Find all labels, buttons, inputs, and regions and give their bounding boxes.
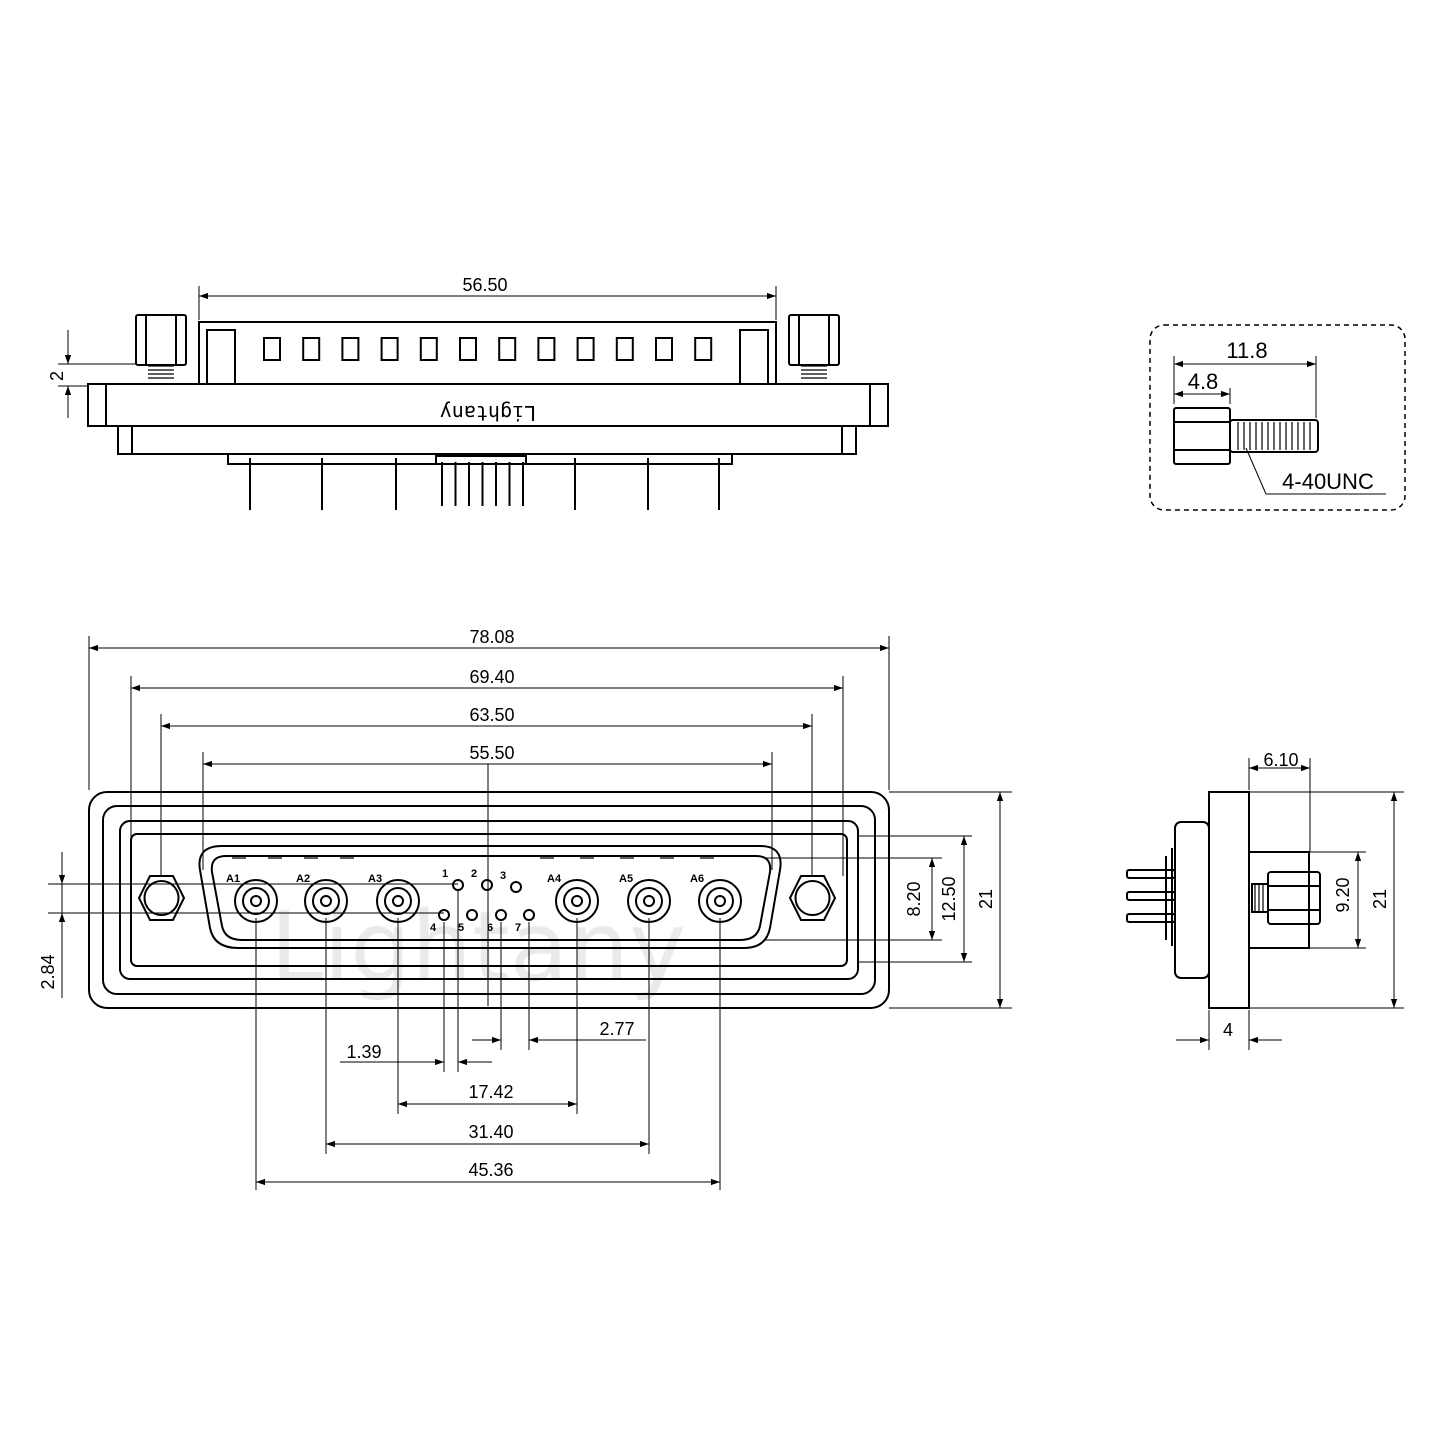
side-body (1174, 821, 1210, 979)
signal-pin-label: 7 (515, 922, 521, 934)
dim-top-label: 69.40 (469, 667, 514, 687)
side-view: 6.10 9.20 21 4 (1126, 750, 1404, 1050)
top-shell-inner-left (206, 329, 236, 385)
side-thread (1251, 883, 1269, 913)
coax-pin-label: A1 (226, 873, 240, 885)
coax-pin-label: A3 (368, 873, 382, 885)
top-slot (459, 337, 477, 361)
front-shell-inner (130, 833, 848, 967)
coax-contact: A5 (619, 873, 671, 923)
side-flange (1208, 791, 1250, 1009)
dim-56-50: 56.50 (462, 275, 507, 295)
screw-thread (1229, 419, 1319, 453)
top-slot (576, 337, 595, 361)
side-jackscrew (1267, 871, 1321, 925)
top-lower-body (117, 425, 857, 455)
screw-detail: 11.8 4.8 4-40UNC (1149, 324, 1406, 511)
top-slot (655, 337, 673, 361)
signal-contact: 7 (515, 909, 535, 934)
dim-top-label: 55.50 (469, 743, 514, 763)
top-slot (302, 337, 321, 361)
top-slot (419, 337, 438, 361)
d-shape-outer (198, 845, 782, 949)
d-shape-inner (210, 855, 772, 941)
top-slot (341, 337, 360, 361)
front-flange-outer (88, 791, 890, 1009)
dim-2-84: 2.84 (38, 954, 58, 989)
dim-6-10: 6.10 (1263, 750, 1298, 770)
coax-pin-label: A4 (547, 873, 562, 885)
coax-pin-label: A5 (619, 873, 633, 885)
signal-contact: 1 (442, 868, 464, 891)
signal-contact: 4 (430, 909, 450, 934)
dim-21-side: 21 (1370, 889, 1390, 909)
signal-pin-label: 1 (442, 868, 448, 880)
top-slot (263, 337, 281, 361)
front-view: Lightany A1 A2 A3 A4 A5 A6 1 2 3 4 5 6 7 78.08 69.40… (38, 627, 1012, 1190)
top-pins (249, 455, 720, 510)
dim-21-front: 21 (976, 889, 996, 909)
dim-bottom-label: 17.42 (468, 1082, 513, 1102)
thread-spec-label: 4-40UNC (1282, 469, 1374, 494)
coax-contact: A6 (690, 873, 742, 923)
signal-pin-label: 3 (500, 870, 506, 882)
top-shell-inner-right (739, 329, 769, 385)
top-logo: Lightany (440, 401, 536, 425)
top-slots (263, 337, 713, 361)
dim-4-side: 4 (1223, 1020, 1233, 1040)
screw-detail-frame (1149, 324, 1406, 511)
top-view: Lightany 56.50 2 (47, 275, 889, 510)
coax-contact: A1 (226, 873, 278, 923)
signal-contact: 2 (471, 868, 493, 891)
signal-pin-label: 4 (430, 922, 437, 934)
dim-standoff-2: 2 (47, 371, 67, 381)
mount-hole-right (788, 875, 837, 921)
watermark: Lightany (270, 891, 686, 1003)
top-slot (537, 337, 556, 361)
dim-bottom-label: 45.36 (468, 1160, 513, 1180)
front-shell-outer (119, 820, 859, 980)
signal-contacts: 1 2 3 4 5 6 7 (430, 868, 535, 934)
top-slot (380, 337, 399, 361)
screw-hex-head (1173, 407, 1231, 465)
dim-screw-11-8: 11.8 (1226, 338, 1267, 363)
jackscrew-left (135, 314, 187, 366)
front-dims-bottom: 17.42 31.40 45.36 (256, 1082, 720, 1186)
front-dims-top: 78.08 69.40 63.50 55.50 (89, 627, 889, 768)
dim-12-50: 12.50 (939, 876, 959, 921)
jackscrew-right (788, 314, 840, 366)
signal-pin-label: 5 (458, 922, 464, 934)
dim-bottom-label: 31.40 (468, 1122, 513, 1142)
dim-1-39: 1.39 (346, 1042, 381, 1062)
dim-2-77: 2.77 (599, 1019, 634, 1039)
dim-8-20: 8.20 (904, 881, 924, 916)
signal-contact: 6 (487, 909, 507, 934)
signal-pin-label: 2 (471, 868, 477, 880)
dim-screw-4-8: 4.8 (1188, 369, 1219, 394)
dim-top-label: 78.08 (469, 627, 514, 647)
side-shell (1248, 851, 1310, 949)
dim-top-label: 63.50 (469, 705, 514, 725)
mount-hole-left (137, 875, 186, 921)
signal-contact: 5 (458, 909, 478, 934)
dim-9-20: 9.20 (1333, 877, 1353, 912)
signal-contact: 3 (500, 870, 522, 893)
top-shell (198, 321, 777, 385)
signal-pin-label: 6 (487, 922, 493, 934)
coax-pin-label: A6 (690, 873, 704, 885)
top-slot (498, 337, 517, 361)
top-slot (615, 337, 634, 361)
front-flange-inner (102, 805, 876, 995)
coax-pin-label: A2 (296, 873, 310, 885)
top-slot (694, 337, 713, 361)
coax-contacts: A1 A2 A3 A4 A5 A6 (226, 873, 742, 923)
